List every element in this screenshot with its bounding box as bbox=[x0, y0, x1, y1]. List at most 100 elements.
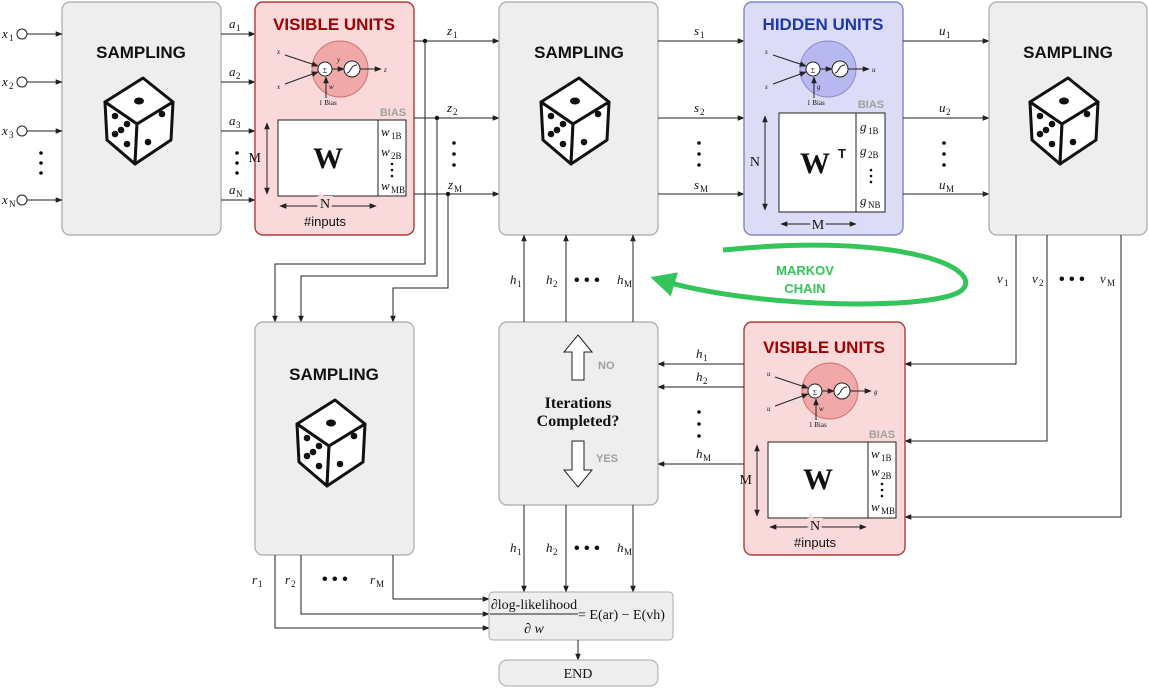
svg-text:NO: NO bbox=[598, 360, 615, 372]
svg-text:h: h bbox=[510, 540, 517, 555]
svg-text:2: 2 bbox=[946, 107, 951, 117]
svg-text:M: M bbox=[740, 473, 753, 488]
svg-text:M: M bbox=[454, 184, 462, 194]
svg-text:1: 1 bbox=[946, 30, 951, 40]
svg-text:1: 1 bbox=[258, 579, 263, 589]
svg-text:x: x bbox=[1, 123, 8, 138]
svg-text:CHAIN: CHAIN bbox=[784, 281, 825, 296]
svg-text:1: 1 bbox=[517, 279, 522, 289]
svg-text:2: 2 bbox=[700, 107, 705, 117]
svg-text:x: x bbox=[1, 192, 8, 207]
svg-text:w: w bbox=[329, 83, 334, 91]
svg-text:Σ: Σ bbox=[811, 67, 815, 75]
svg-text:SAMPLING: SAMPLING bbox=[289, 365, 379, 384]
svg-text:BIAS: BIAS bbox=[380, 107, 406, 119]
sampling-box-1: SAMPLING bbox=[61, 1, 222, 236]
svg-text:MB: MB bbox=[391, 185, 405, 195]
log-likelihood-formula: ∂log-likelihood ∂ w = E(ar) − E(vh) bbox=[488, 591, 674, 641]
svg-text:r: r bbox=[252, 572, 258, 587]
svg-text:h: h bbox=[696, 369, 703, 384]
svg-text:u: u bbox=[939, 23, 946, 38]
svg-text:x: x bbox=[276, 83, 281, 91]
svg-text:W: W bbox=[803, 463, 833, 496]
svg-text:∂log-likelihood: ∂log-likelihood bbox=[491, 598, 577, 613]
svg-text:u: u bbox=[872, 66, 876, 74]
svg-text:h: h bbox=[617, 272, 624, 287]
svg-text:s: s bbox=[694, 177, 699, 192]
iterations-box: NO Iterations Completed? YES bbox=[498, 321, 659, 506]
svg-text:Iterations: Iterations bbox=[545, 395, 612, 412]
svg-text:2: 2 bbox=[553, 279, 558, 289]
svg-text:u: u bbox=[767, 405, 771, 413]
svg-text:Σ: Σ bbox=[813, 389, 817, 397]
svg-text:2: 2 bbox=[9, 81, 14, 91]
svg-text:N: N bbox=[810, 519, 820, 534]
svg-text:2: 2 bbox=[236, 71, 241, 81]
svg-text:a: a bbox=[229, 64, 236, 79]
svg-text:z: z bbox=[446, 23, 452, 38]
svg-text:3: 3 bbox=[236, 120, 241, 130]
input-dots bbox=[39, 151, 43, 175]
svg-text:2: 2 bbox=[553, 547, 558, 557]
svg-text:x: x bbox=[1, 74, 8, 89]
svg-text:1 Bias: 1 Bias bbox=[319, 99, 337, 107]
svg-text:#inputs: #inputs bbox=[304, 214, 346, 229]
svg-text:∂ w: ∂ w bbox=[524, 622, 544, 637]
svg-text:s: s bbox=[765, 48, 768, 56]
svg-text:1: 1 bbox=[236, 23, 241, 33]
svg-text:M: M bbox=[376, 579, 384, 589]
svg-text:x: x bbox=[276, 48, 281, 56]
svg-text:MB: MB bbox=[881, 506, 895, 516]
svg-text:v: v bbox=[1100, 271, 1106, 286]
svg-text:v: v bbox=[1032, 271, 1038, 286]
svg-text:• • •: • • • bbox=[1059, 271, 1085, 288]
svg-text:• • •: • • • bbox=[322, 571, 348, 588]
svg-text:BIAS: BIAS bbox=[869, 429, 895, 441]
svg-text:v: v bbox=[997, 271, 1003, 286]
svg-text:VISIBLE UNITS: VISIBLE UNITS bbox=[763, 338, 885, 357]
svg-text:g: g bbox=[874, 388, 878, 396]
svg-text:s: s bbox=[694, 100, 699, 115]
svg-text:w: w bbox=[871, 446, 880, 461]
svg-text:a: a bbox=[229, 16, 236, 31]
svg-text:M: M bbox=[703, 453, 711, 463]
svg-text:h: h bbox=[617, 540, 624, 555]
svg-text:#inputs: #inputs bbox=[794, 535, 836, 550]
svg-text:= E(ar) − E(vh): = E(ar) − E(vh) bbox=[578, 608, 665, 623]
svg-text:h: h bbox=[546, 540, 553, 555]
svg-text:2: 2 bbox=[703, 376, 708, 386]
svg-text:T: T bbox=[838, 146, 846, 161]
svg-text:h: h bbox=[546, 272, 553, 287]
svg-text:h: h bbox=[696, 446, 703, 461]
sampling-box-3: SAMPLING bbox=[988, 1, 1148, 236]
svg-text:r: r bbox=[370, 572, 376, 587]
svg-text:1: 1 bbox=[700, 30, 705, 40]
svg-text:N: N bbox=[320, 197, 330, 212]
sampling-title: SAMPLING bbox=[96, 43, 186, 62]
svg-text:w: w bbox=[381, 124, 390, 139]
svg-text:2B: 2B bbox=[881, 471, 892, 481]
svg-text:s: s bbox=[694, 23, 699, 38]
svg-text:2B: 2B bbox=[391, 151, 402, 161]
svg-text:M: M bbox=[624, 279, 632, 289]
svg-text:BIAS: BIAS bbox=[858, 99, 884, 111]
svg-text:M: M bbox=[249, 151, 262, 166]
down-arrow-icon bbox=[562, 440, 594, 488]
svg-text:u: u bbox=[939, 100, 946, 115]
svg-text:1: 1 bbox=[453, 30, 458, 40]
svg-text:a: a bbox=[229, 182, 236, 197]
svg-text:h: h bbox=[510, 272, 517, 287]
svg-text:1: 1 bbox=[9, 33, 14, 43]
visible-units-box-1: VISIBLE UNITS Σ x x z y w 1 Bias BIAS W … bbox=[249, 1, 415, 236]
